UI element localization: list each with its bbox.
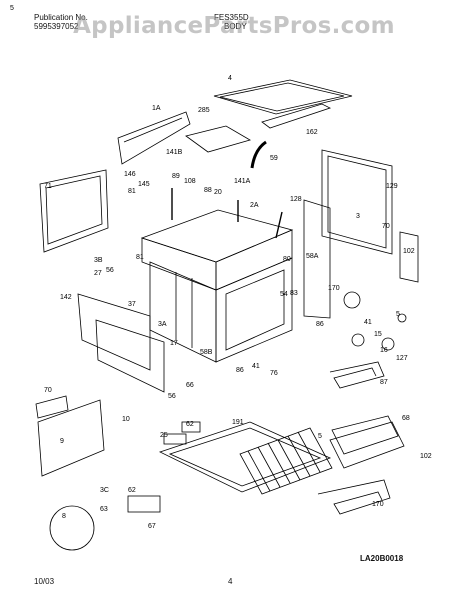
part-callout: 66	[186, 382, 194, 389]
part-callout: 27	[94, 270, 102, 277]
part-callout: 162	[306, 129, 318, 136]
part-callout: 285	[198, 107, 210, 114]
cooktop-body-part	[140, 209, 294, 263]
oven-rack-part	[239, 427, 333, 495]
part-callout: 4	[228, 75, 232, 82]
part-callout: 5	[396, 311, 400, 318]
part-callout: 89	[172, 173, 180, 180]
part-callout: 41	[252, 363, 260, 370]
part-callout: 81	[128, 188, 136, 195]
diagram-code: LA20B0018	[360, 554, 404, 563]
broiler-pan-part	[329, 421, 405, 469]
insulation-part	[185, 125, 252, 153]
part-callout: 191	[232, 419, 244, 426]
part-callout: 58A	[306, 253, 319, 260]
part-callout: 62	[186, 421, 194, 428]
part-callout: 87	[380, 379, 388, 386]
bottom-panel-part	[158, 421, 332, 493]
footer-date: 10/03	[34, 577, 55, 586]
side-panel-right-part	[303, 199, 331, 319]
part-callout: 68	[402, 415, 410, 422]
publication-number: 5995397052	[34, 22, 79, 31]
part-callout: 67	[148, 523, 156, 530]
top-panel-part-inner	[219, 82, 345, 112]
part-callout: 128	[290, 196, 302, 203]
part-callout: 145	[138, 181, 150, 188]
part-callout: 71	[44, 183, 52, 190]
oven-cavity-part	[149, 261, 217, 363]
rear-panel-part	[321, 149, 393, 255]
part-callout: 54	[280, 291, 288, 298]
part-callout: 81	[136, 254, 144, 261]
part-callout: 1A	[152, 105, 161, 112]
part-callout: 37	[128, 301, 136, 308]
part-callout: 76	[270, 370, 278, 377]
side-panel-lower-part	[95, 319, 165, 393]
detail-magnifier	[49, 505, 95, 551]
part-callout: 20	[214, 189, 222, 196]
side-panel-3a-part	[77, 293, 151, 371]
broiler-pan-insert-part	[331, 415, 399, 455]
part-callout: 62	[128, 487, 136, 494]
part-callout: 88	[204, 187, 212, 194]
part-callout: 86	[236, 367, 244, 374]
part-callout: 5	[318, 433, 322, 440]
part-callout: 10	[122, 416, 130, 423]
watermark: AppliancePartsPros.com	[73, 13, 395, 39]
bracket-191-part	[35, 395, 69, 419]
backguard-part	[117, 111, 191, 165]
part-callout: 41	[364, 319, 372, 326]
part-callout: 170	[328, 285, 340, 292]
part-callout: 5	[10, 5, 14, 12]
part-callout: 2A	[250, 202, 259, 209]
part-callout: 141B	[166, 149, 183, 156]
part-callout: 58B	[200, 349, 213, 356]
bracket-3b-part	[399, 231, 419, 283]
thermostat-part	[343, 291, 361, 309]
rear-rail-part	[261, 103, 332, 129]
part-callout: 25	[160, 432, 168, 439]
part-callout: 56	[168, 393, 176, 400]
part-callout: 70	[44, 387, 52, 394]
part-callout: 108	[184, 178, 196, 185]
part-callout: 17	[170, 340, 178, 347]
top-panel-part	[213, 79, 353, 115]
side-panel-left-part	[39, 169, 109, 253]
part-callout: 8	[62, 513, 66, 520]
part-callout: 9	[60, 438, 64, 445]
part-callout: 3C	[100, 487, 109, 494]
part-callout: 102	[420, 453, 432, 460]
part-callout: 86	[316, 321, 324, 328]
publication-label: Publication No.	[34, 13, 88, 22]
section-title: BODY	[224, 22, 247, 31]
part-callout: 15	[374, 331, 382, 338]
part-callout: 70	[382, 223, 390, 230]
part-callout: 129	[386, 183, 398, 190]
bake-element-part	[317, 479, 391, 515]
part-callout: 83	[290, 290, 298, 297]
model-number: FES355D	[214, 13, 249, 22]
tube-part	[250, 140, 267, 169]
part-callout: 127	[396, 355, 408, 362]
part-callout: 63	[100, 506, 108, 513]
part-callout: 56	[106, 267, 114, 274]
oven-front-frame-part	[215, 257, 293, 363]
part-callout: 80	[283, 256, 291, 263]
part-callout: 3B	[94, 257, 103, 264]
terminal-block-part	[163, 433, 187, 445]
broil-element-part	[329, 361, 385, 389]
part-callout: 141A	[234, 178, 251, 185]
part-callout: 102	[403, 248, 415, 255]
storage-drawer-bracket-part	[37, 399, 105, 477]
page-number: 4	[228, 577, 233, 586]
part-callout: 3	[356, 213, 360, 220]
part-callout: 146	[124, 171, 136, 178]
part-callout: 170	[372, 501, 384, 508]
part-callout: 59	[270, 155, 278, 162]
part-callout: 16	[380, 347, 388, 354]
part-callout: 142	[60, 294, 72, 301]
part-callout: 3A	[158, 321, 167, 328]
